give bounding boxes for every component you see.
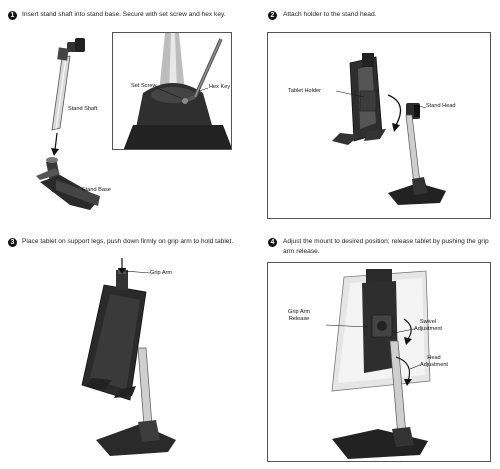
label-stand-head: Stand Head [426, 103, 456, 109]
step-3-instruction: Place tablet on support legs, push down … [22, 238, 234, 245]
step-2: 2 Attach holder to the stand head. Table [250, 0, 500, 230]
place-tablet-illustration [81, 258, 176, 456]
step-3: 3 Place tablet on support legs, push dow… [0, 230, 250, 469]
step-2-number-badge: 2 [268, 11, 277, 20]
adjust-mount-illustration [325, 269, 431, 459]
label-stand-base: Stand Base [82, 187, 111, 193]
label-set-screw: Set Screw [131, 83, 157, 89]
label-tablet-holder: Tablet Holder [288, 88, 321, 94]
label-grip-arm-release-line-1: Grip Arm [288, 309, 311, 315]
step-4-panel: Grip Arm Release Swivel Adjustment Head … [267, 262, 491, 462]
label-head-adjustment: Head Adjustment [420, 355, 448, 368]
step-1-number-badge: 1 [8, 11, 17, 20]
stand-shaft-and-base-illustration [36, 38, 100, 210]
label-swivel-adjustment-line-1: Swivel [419, 319, 437, 325]
label-head-adjustment-line-2: Adjustment [420, 361, 448, 368]
step-1-instruction: Insert stand shaft into stand base. Secu… [22, 11, 226, 18]
step-4-instruction: Adjust the mount to desired position; re… [283, 238, 489, 255]
label-swivel-adjustment: Swivel Adjustment [414, 319, 442, 332]
step-2-panel: Tablet Holder Stand Head [267, 32, 491, 219]
step-3-number-badge: 3 [8, 238, 17, 247]
label-grip-arm-release: Grip Arm Release [288, 309, 310, 322]
step-4: 4 Adjust the mount to desired position; … [250, 230, 500, 469]
step-2-instruction: Attach holder to the stand head. [283, 11, 377, 18]
attach-holder-illustration [332, 53, 446, 205]
label-stand-shaft: Stand Shaft [68, 106, 98, 112]
label-head-adjustment-line-1: Head [427, 355, 441, 361]
step-4-number-badge: 4 [268, 238, 277, 247]
label-grip-arm: Grip Arm [150, 270, 173, 276]
label-swivel-adjustment-line-2: Adjustment [414, 325, 442, 332]
label-hex-key: Hex Key [209, 84, 231, 90]
step-1: 1 Insert stand shaft into stand base. Se… [0, 0, 250, 230]
label-grip-arm-release-line-2: Release [288, 315, 310, 322]
set-screw-detail-illustration [123, 33, 231, 149]
set-screw-detail-inset: Set Screw Hex Key [112, 32, 232, 150]
